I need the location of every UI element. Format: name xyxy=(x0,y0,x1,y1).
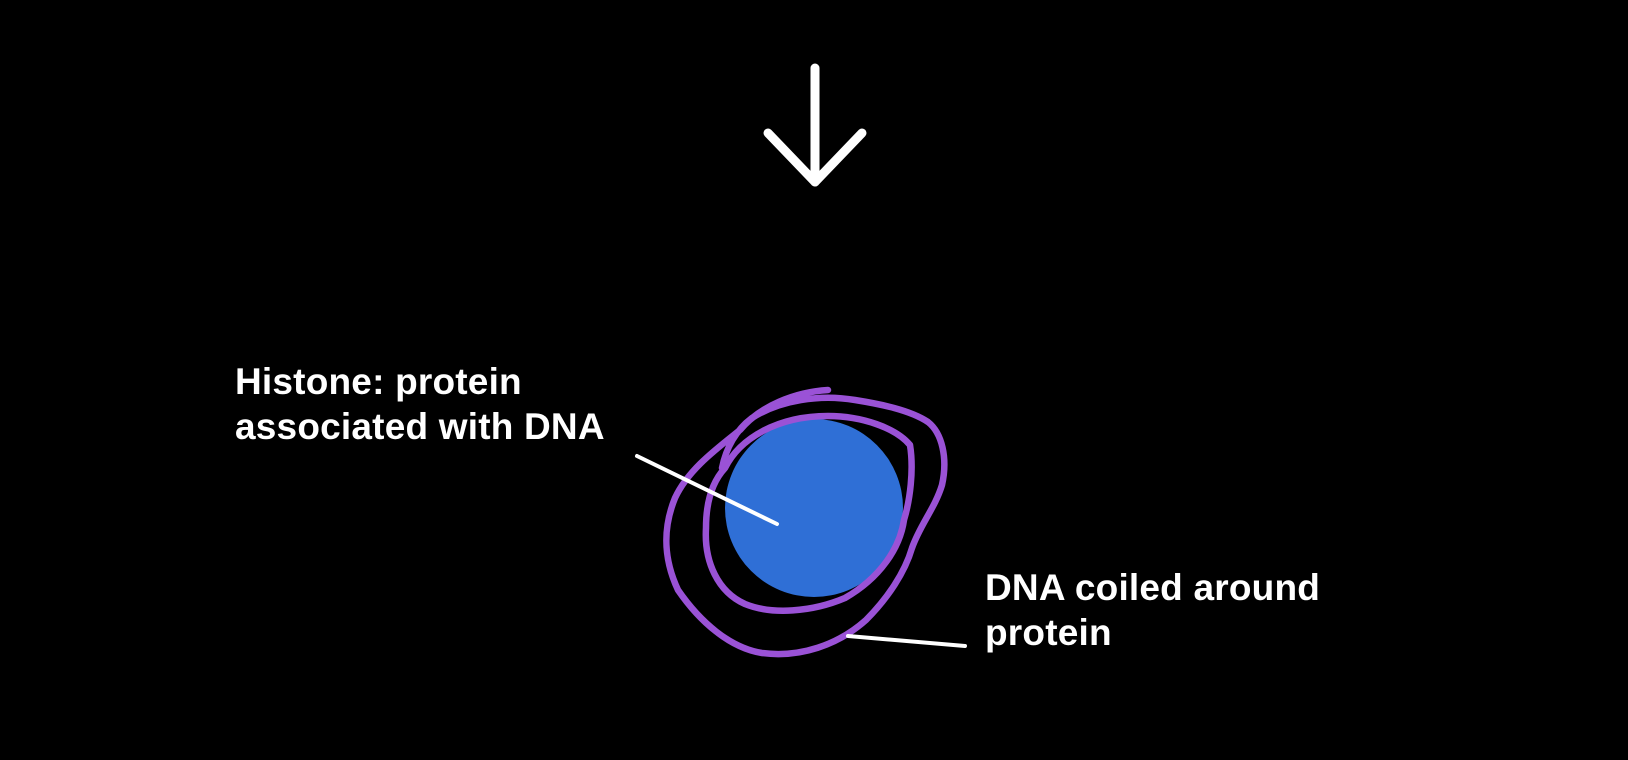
arrow-down-icon xyxy=(763,63,867,187)
histone-protein xyxy=(725,419,903,597)
histone-annotation-line xyxy=(635,454,779,526)
histone-label: Histone: protein associated with DNA xyxy=(235,359,605,449)
histone-label-line-2: associated with DNA xyxy=(235,406,605,447)
dna-coil-inner xyxy=(702,412,915,614)
dna-annotation-line xyxy=(846,634,967,648)
dna-label-line-1: DNA coiled around xyxy=(985,567,1321,608)
dna-label-line-2: protein xyxy=(985,612,1112,653)
histone-label-line-1: Histone: protein xyxy=(235,361,522,402)
dna-label: DNA coiled around protein xyxy=(985,565,1320,655)
